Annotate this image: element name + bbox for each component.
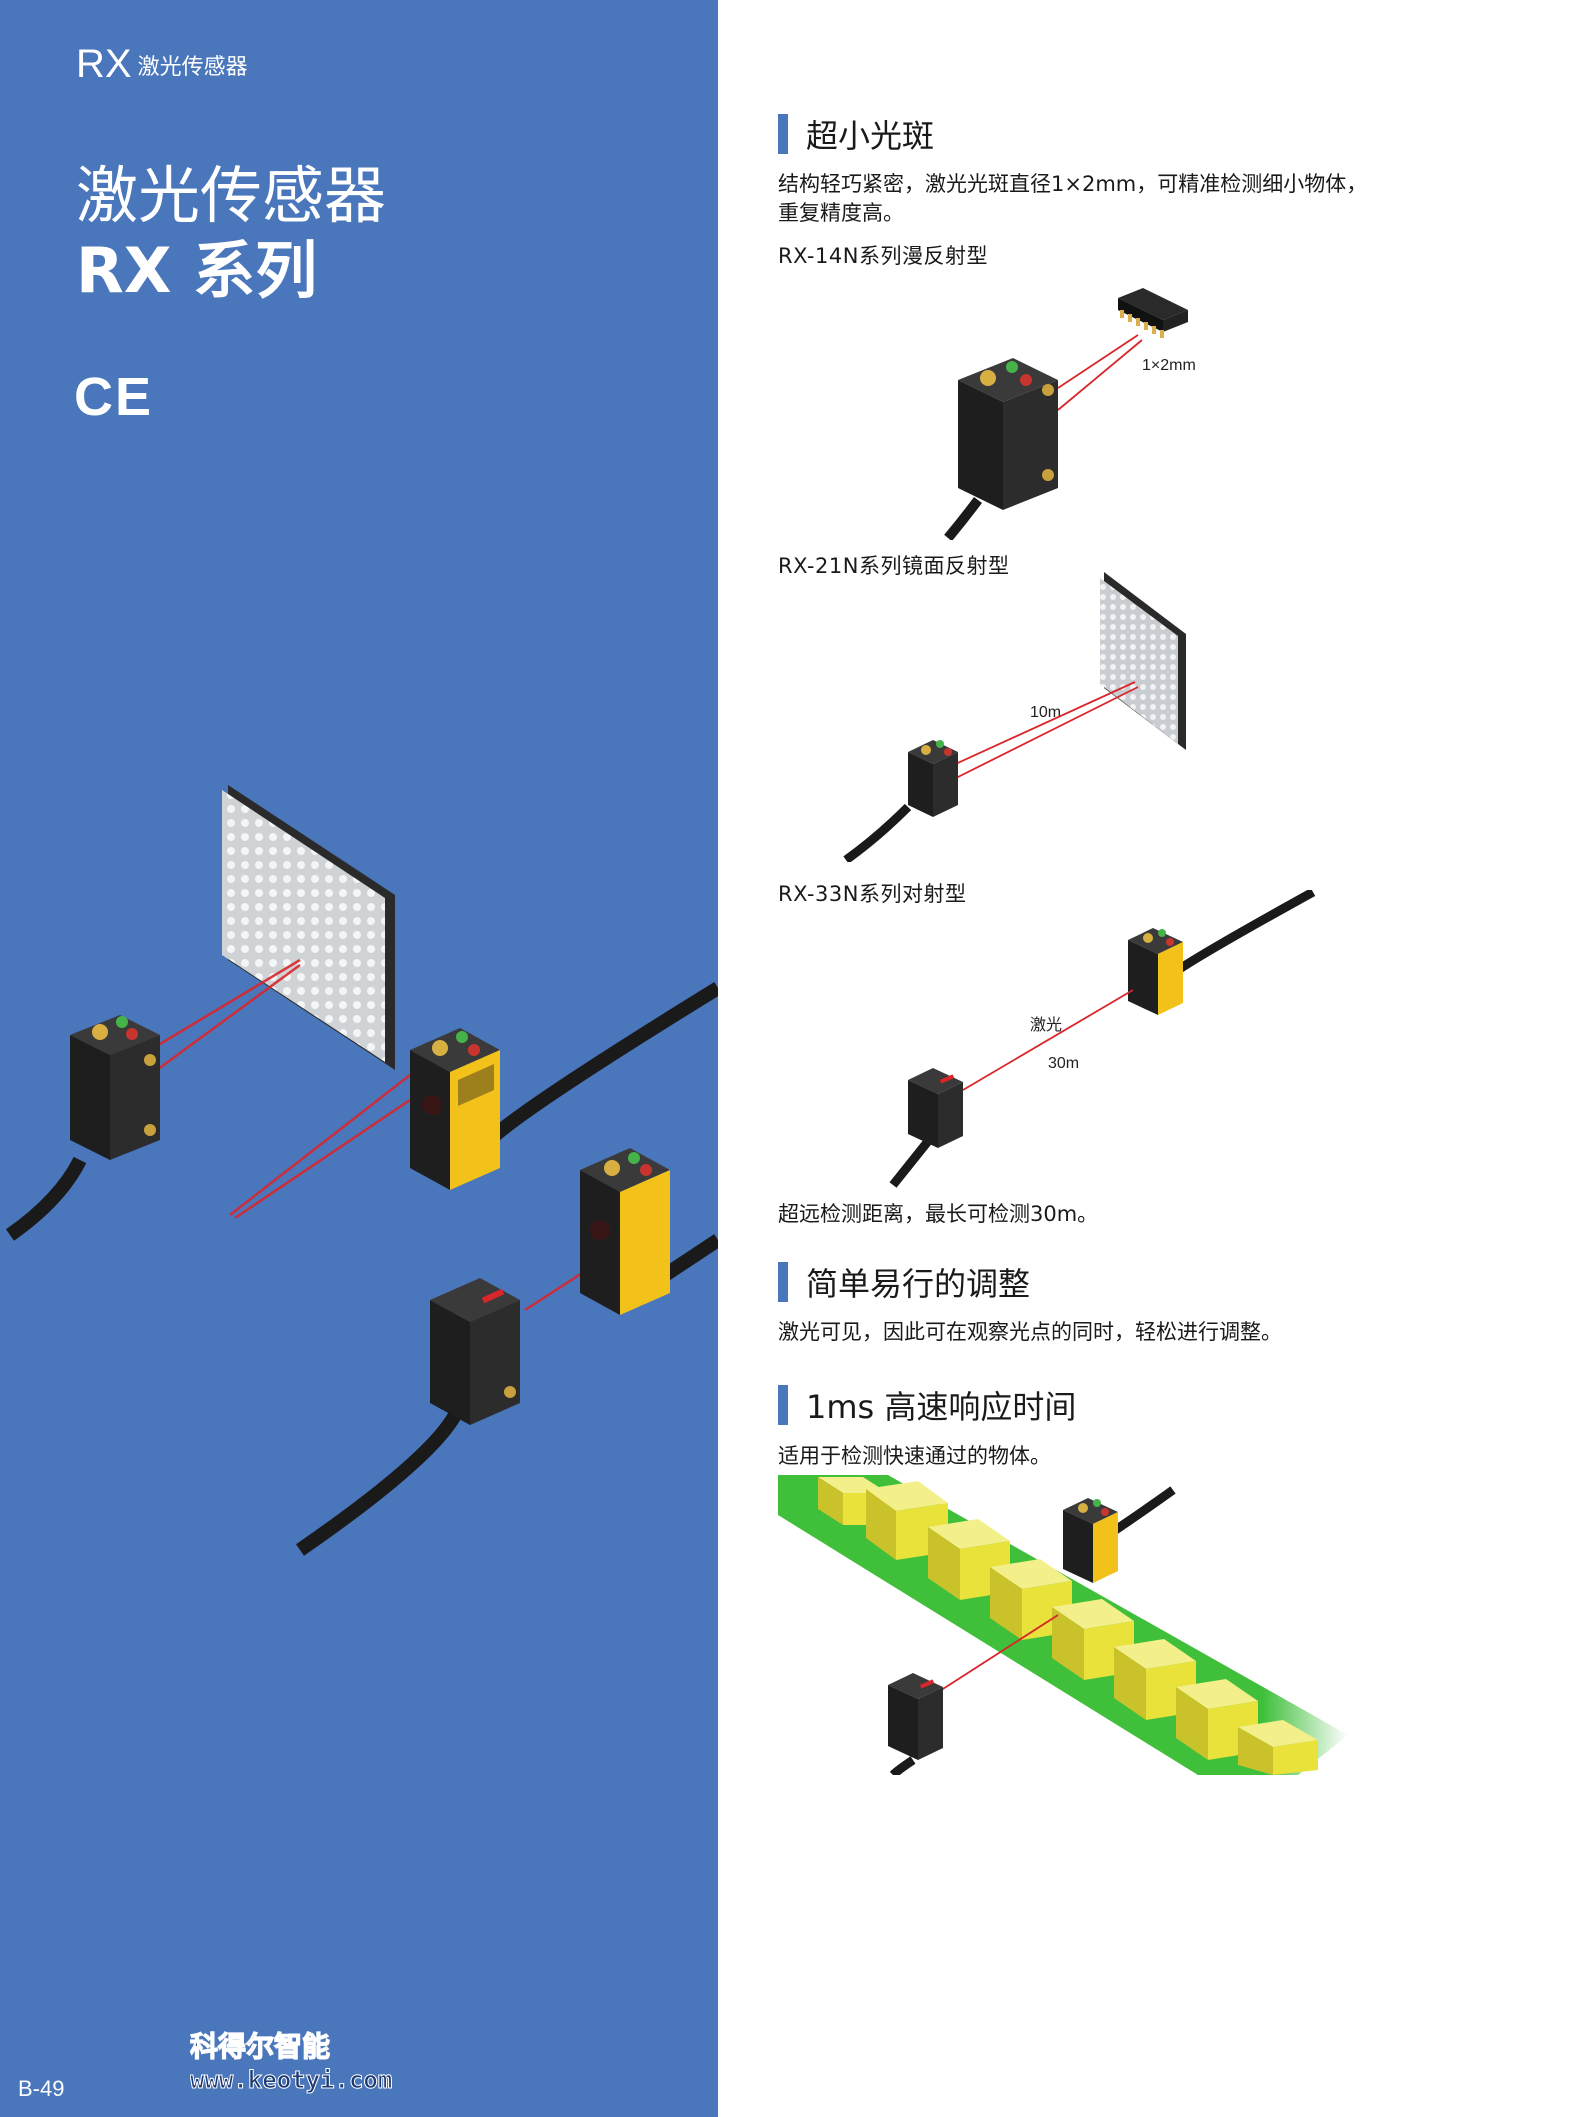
feature-desc-easy-adjust: 激光可见，因此可在观察光点的同时，轻松进行调整。 <box>778 1320 1282 1344</box>
feature-footnote-long-range: 超远检测距离，最长可检测30m。 <box>778 1202 1099 1226</box>
sensor-conveyor-receiver <box>888 1673 943 1760</box>
distance-annotation-10m: 10m <box>1030 704 1061 721</box>
feature-heading-response-time: 1ms 高速响应时间 <box>778 1385 1076 1426</box>
series-desc: 激光传感器 <box>137 54 248 80</box>
sensor-diffuse-left <box>70 1015 160 1160</box>
distance-annotation-30m: 30m <box>1048 1055 1079 1072</box>
sensor-retroreflective-center <box>410 1028 500 1190</box>
sensor-rx21n <box>908 740 958 817</box>
page-number: B-49 <box>18 2076 65 2101</box>
series-code: RX <box>76 42 132 86</box>
spot-size-annotation: 1×2mm <box>1142 357 1196 374</box>
variant-label-rx21n: RX-21N系列镜面反射型 <box>778 554 1010 578</box>
sensor-rx33n-receiver <box>908 1068 963 1148</box>
ce-mark-icon: CE <box>74 367 154 427</box>
laser-beams <box>149 958 611 1312</box>
variant-label-rx14n: RX-14N系列漫反射型 <box>778 244 988 268</box>
feature-heading-easy-adjust: 简单易行的调整 <box>778 1262 1030 1303</box>
figure-mirror-reflective: 10m <box>843 572 1186 862</box>
target-chip-icon <box>1118 288 1188 338</box>
watermark-url: www.keotyi.com <box>190 2066 392 2094</box>
laser-annotation: 激光 <box>1030 1016 1062 1034</box>
feature-desc-response-time: 适用于检测快速通过的物体。 <box>778 1444 1051 1468</box>
figure-thru-beam: 激光 30m <box>889 890 1316 1188</box>
heading-accent-bar <box>778 1385 788 1425</box>
watermark-name: 科得尔智能 <box>190 2030 330 2063</box>
feature-desc-small-spot: 结构轻巧紧密，激光光斑直径1×2mm，可精准检测细小物体，重复精度高。 <box>778 172 1368 225</box>
sensor-rx14n <box>958 358 1058 510</box>
reflector-plate <box>222 785 395 1070</box>
hero-subtitle: RX 系列 <box>76 234 318 307</box>
hero-illustration <box>5 785 718 1556</box>
figure-conveyor-detection <box>778 1475 1348 1775</box>
sensor-thrubeam-receiver <box>430 1278 520 1425</box>
sensor-thrubeam-emitter <box>580 1148 670 1315</box>
heading-accent-bar <box>778 1262 788 1302</box>
feature-heading-small-spot: 超小光斑 <box>778 114 934 155</box>
figure-diffuse-reflective: 1×2mm <box>944 288 1196 540</box>
heading-accent-bar <box>778 114 788 154</box>
conveyor-blocks <box>818 1477 1318 1775</box>
watermark-logo: 科得尔智能 www.keotyi.com <box>190 2029 393 2094</box>
hero-title: 激光传感器 <box>76 159 387 232</box>
reflector-icon <box>1100 572 1186 750</box>
variant-label-rx33n: RX-33N系列对射型 <box>778 882 967 906</box>
sensor-rx33n-emitter <box>1128 928 1183 1015</box>
sensor-conveyor-emitter <box>1063 1498 1118 1583</box>
